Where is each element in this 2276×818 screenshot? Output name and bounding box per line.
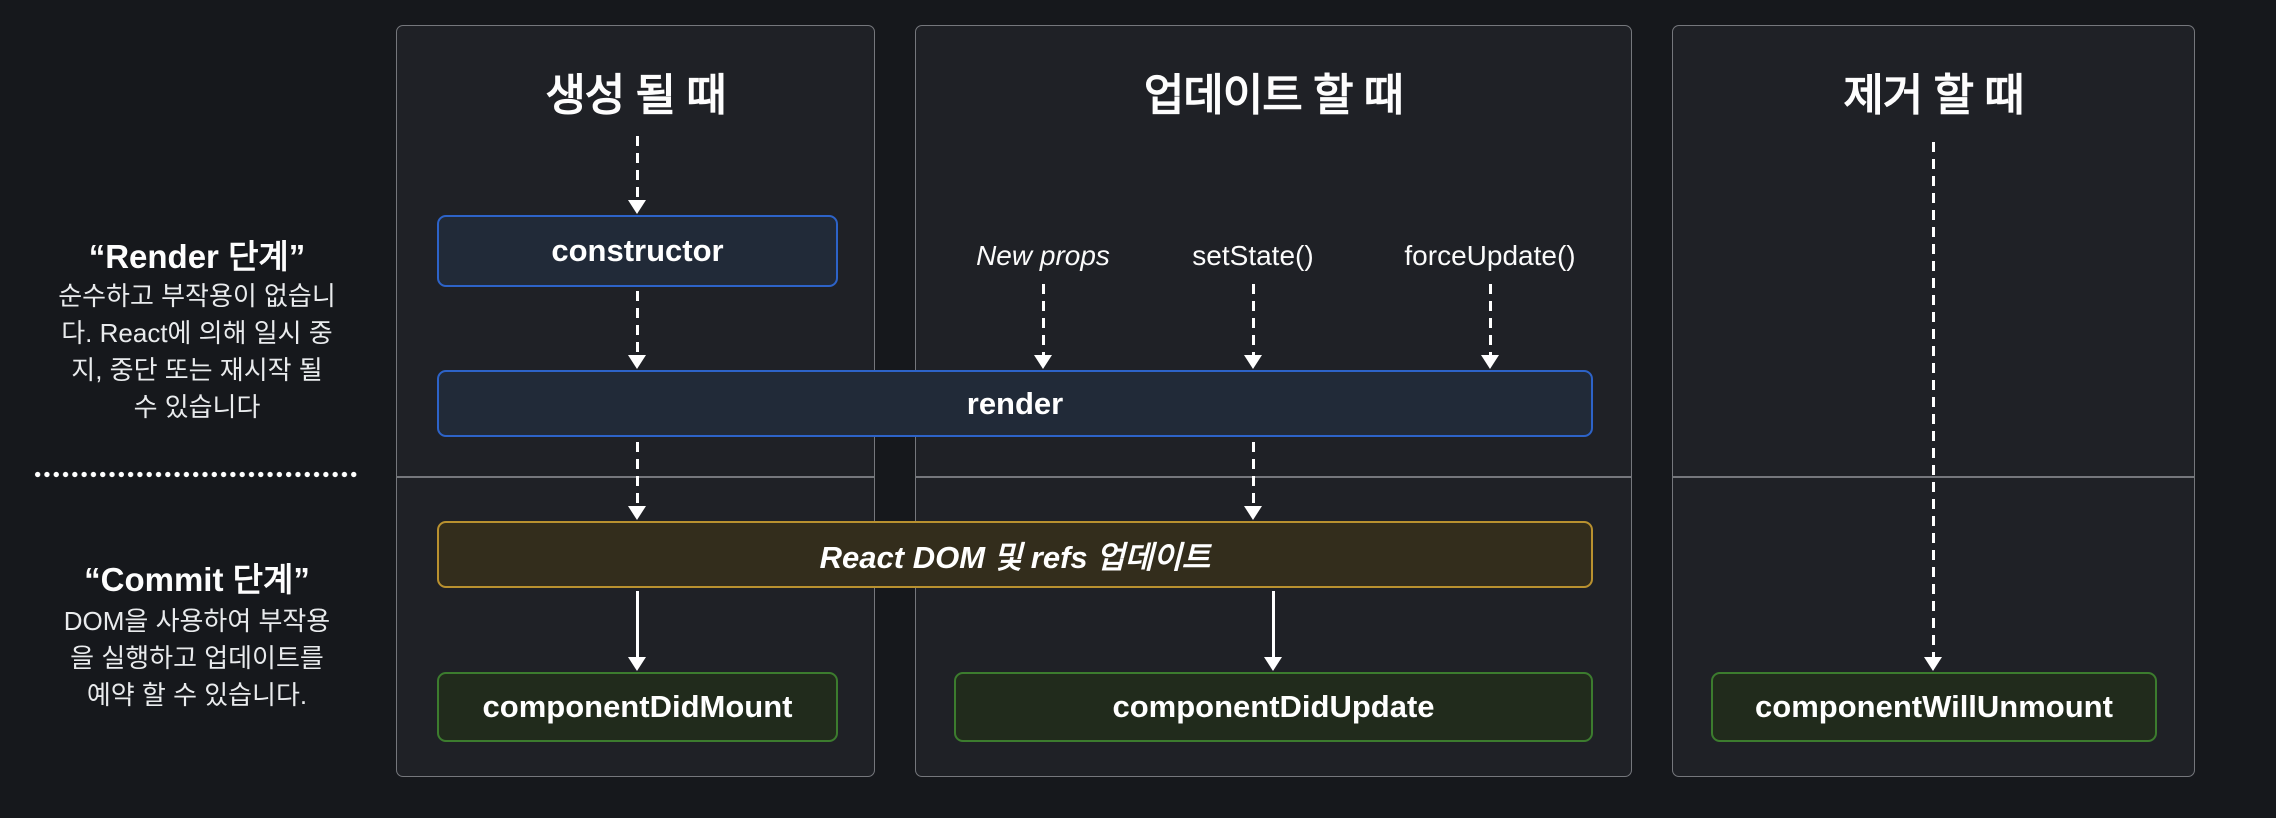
arrow-unmount-to-willunmount xyxy=(1924,142,1942,671)
arrow-head-icon xyxy=(628,506,646,520)
arrow-render-to-reactdom-mount xyxy=(628,442,646,520)
node-component-will-unmount-label: componentWillUnmount xyxy=(1755,689,2113,724)
trigger-new-props: New props xyxy=(976,240,1110,271)
node-component-did-mount-label: componentDidMount xyxy=(482,689,793,724)
node-react-dom-update: React DOM 및 refs 업데이트 xyxy=(437,521,1593,588)
arrow-reactdom-to-didupdate xyxy=(1264,591,1282,671)
arrow-line xyxy=(1251,442,1255,506)
arrow-head-icon xyxy=(1034,355,1052,369)
arrow-newprops-to-render xyxy=(1034,284,1052,369)
render-phase-description: 순수하고 부작용이 없습니 다. React에 의해 일시 중 지, 중단 또는… xyxy=(58,281,336,422)
arrow-head-icon xyxy=(628,355,646,369)
arrow-setstate-to-render xyxy=(1244,284,1262,369)
arrow-forceupdate-to-render xyxy=(1481,284,1499,369)
trigger-set-state: setState() xyxy=(1192,240,1314,271)
column-unmount-title: 제거 할 때 xyxy=(1843,71,2024,120)
column-update-title: 업데이트 할 때 xyxy=(1143,71,1404,120)
arrow-mount-to-constructor xyxy=(628,136,646,214)
arrow-head-icon xyxy=(1924,657,1942,671)
arrow-head-icon xyxy=(1481,355,1499,369)
arrow-line xyxy=(635,136,639,200)
arrow-head-icon xyxy=(628,657,646,671)
arrow-line xyxy=(635,291,639,355)
arrow-render-to-reactdom-update xyxy=(1244,442,1262,520)
node-constructor: constructor xyxy=(437,215,838,287)
arrow-constructor-to-render xyxy=(628,291,646,369)
column-mount-title: 생성 될 때 xyxy=(545,71,726,120)
node-component-did-update: componentDidUpdate xyxy=(954,672,1593,742)
arrow-head-icon xyxy=(1244,355,1262,369)
node-component-did-update-label: componentDidUpdate xyxy=(1112,689,1435,724)
node-component-will-unmount: componentWillUnmount xyxy=(1711,672,2157,742)
node-component-did-mount: componentDidMount xyxy=(437,672,838,742)
node-render: render xyxy=(437,370,1593,437)
arrow-reactdom-to-didmount xyxy=(628,591,646,671)
arrow-line xyxy=(1488,284,1492,355)
commit-phase-title: “Commit 단계” xyxy=(84,561,310,598)
arrow-line xyxy=(1041,284,1045,355)
arrow-head-icon xyxy=(1264,657,1282,671)
arrow-head-icon xyxy=(628,200,646,214)
render-phase-title: “Render 단계” xyxy=(88,238,306,275)
column-update-phase-divider xyxy=(916,476,1631,478)
commit-phase-description: DOM을 사용하여 부작용 을 실행하고 업데이트를 예약 할 수 있습니다. xyxy=(63,606,331,710)
node-react-dom-update-label: React DOM 및 refs 업데이트 xyxy=(819,540,1211,575)
node-render-label: render xyxy=(966,385,1064,421)
arrow-line xyxy=(635,591,639,657)
arrow-head-icon xyxy=(1244,506,1262,520)
trigger-force-update: forceUpdate() xyxy=(1404,240,1576,271)
phase-dotted-divider xyxy=(33,471,359,478)
arrow-line xyxy=(1931,142,1935,657)
arrow-line xyxy=(1251,284,1255,355)
node-constructor-label: constructor xyxy=(551,233,724,268)
arrow-line xyxy=(635,442,639,506)
arrow-line xyxy=(1271,591,1275,657)
